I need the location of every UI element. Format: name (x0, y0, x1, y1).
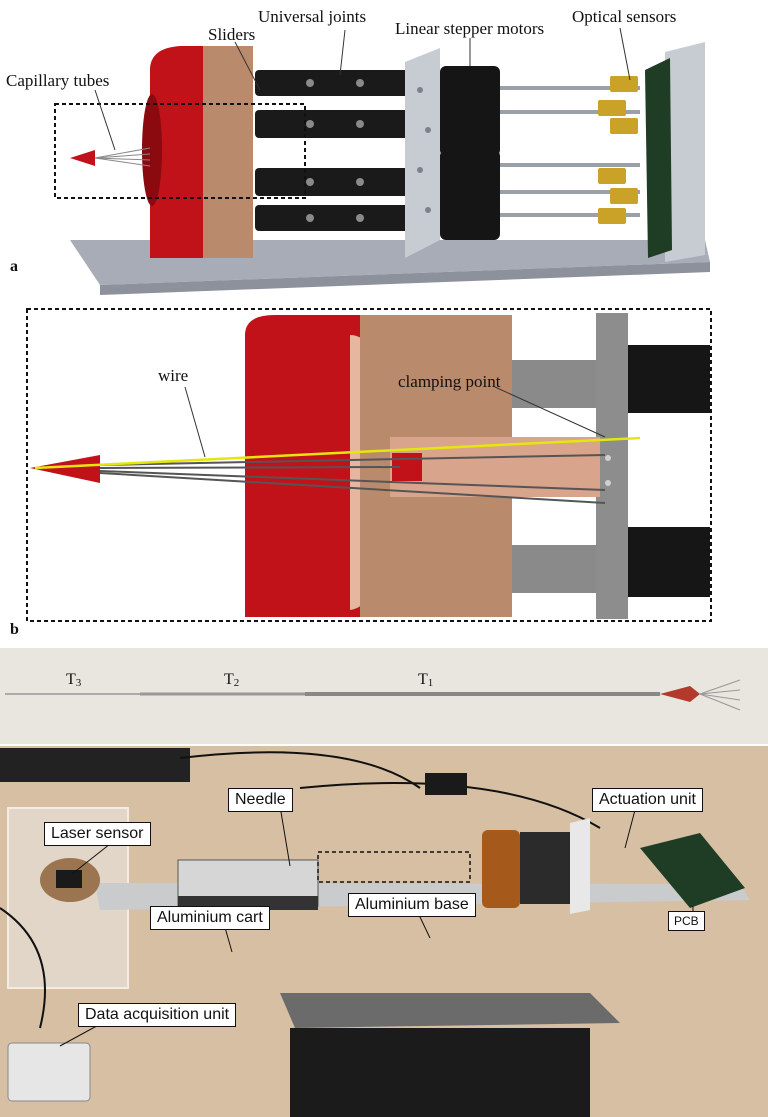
back-plate (665, 42, 705, 262)
capillary-tip (70, 150, 95, 166)
label-actuation-unit: Actuation unit (592, 788, 703, 812)
stepper-motor-top (440, 66, 500, 156)
housing-red (150, 46, 205, 258)
label-capillary-tubes: Capillary tubes (6, 71, 109, 90)
panel-a-letter: a (10, 258, 18, 275)
label-needle: Needle (228, 788, 293, 812)
housing-tan (203, 46, 253, 258)
daq-unit-photo (7, 1042, 91, 1102)
panel-c-photo: T3 T2 T1 (0, 648, 768, 1117)
power-strip (0, 748, 190, 782)
slider-plate (596, 313, 628, 619)
needle-hub (660, 686, 700, 702)
label-wire: wire (158, 366, 188, 385)
capillary-tubes-zoom (99, 454, 606, 504)
zoom-frame (26, 308, 712, 622)
tube-label-t3: T3 (66, 671, 82, 689)
label-pcb: PCB (668, 911, 705, 931)
capillary-tip-zoom (30, 455, 100, 483)
joint-lower (628, 527, 710, 597)
rod-upper (512, 360, 602, 408)
panel-b-render: wire clamping point (26, 308, 712, 622)
laser-sensor-body (56, 870, 82, 888)
tube-label-t1: T1 (418, 671, 433, 689)
label-laser-sensor: Laser sensor (44, 822, 151, 846)
laptop-keyboard (290, 1028, 590, 1117)
laptop-lid (280, 993, 620, 1028)
label-sliders: Sliders (208, 25, 255, 44)
clamp-screws (605, 455, 611, 486)
label-aluminium-base: Aluminium base (348, 893, 476, 917)
housing-bore (142, 94, 162, 206)
panel-c: T3 T2 T1 Needle Laser sensor Actuation u… (0, 648, 768, 1117)
label-data-acquisition-unit: Data acquisition unit (78, 1003, 237, 1027)
leader-lines-b (184, 386, 606, 458)
tube-label-t2: T2 (224, 671, 239, 689)
actuation-plate (570, 818, 590, 914)
stepper-motor-bottom (440, 150, 500, 240)
bore-channel (390, 437, 600, 497)
label-linear-stepper-motors: Linear stepper motors (395, 19, 544, 38)
rod-lower (512, 545, 602, 593)
capillary-tubes-graphic (94, 147, 151, 167)
label-optical-sensors: Optical sensors (572, 7, 676, 26)
optical-sensors (598, 76, 638, 224)
plate-holes (417, 87, 431, 213)
cable-3 (0, 907, 46, 1029)
panel-b: wire clamping point b (0, 305, 768, 645)
cable-1 (179, 751, 421, 789)
joint-upper (628, 345, 710, 413)
power-adapter (425, 773, 467, 795)
universal-joints (255, 70, 420, 231)
needle-tube-fan (699, 679, 741, 711)
panel-a: Capillary tubes Sliders Universal joints… (0, 0, 768, 300)
base-plate-front (100, 262, 710, 295)
leader-lines-a (94, 27, 631, 151)
cable-2 (299, 782, 601, 829)
pcb-photo (640, 833, 745, 908)
wire-line (34, 436, 641, 470)
panel-b-letter: b (10, 621, 19, 638)
actuation-housing (482, 830, 520, 908)
label-universal-joints: Universal joints (258, 7, 366, 26)
label-clamping-point: clamping point (398, 372, 501, 391)
joint-details (306, 79, 364, 222)
panel-a-render: Capillary tubes Sliders Universal joints… (6, 7, 710, 295)
front-plate (405, 48, 440, 258)
housing-red-zoom (245, 315, 360, 617)
pcb-board (645, 58, 672, 258)
zoom-region-box (54, 103, 306, 199)
label-aluminium-cart: Aluminium cart (150, 906, 270, 930)
